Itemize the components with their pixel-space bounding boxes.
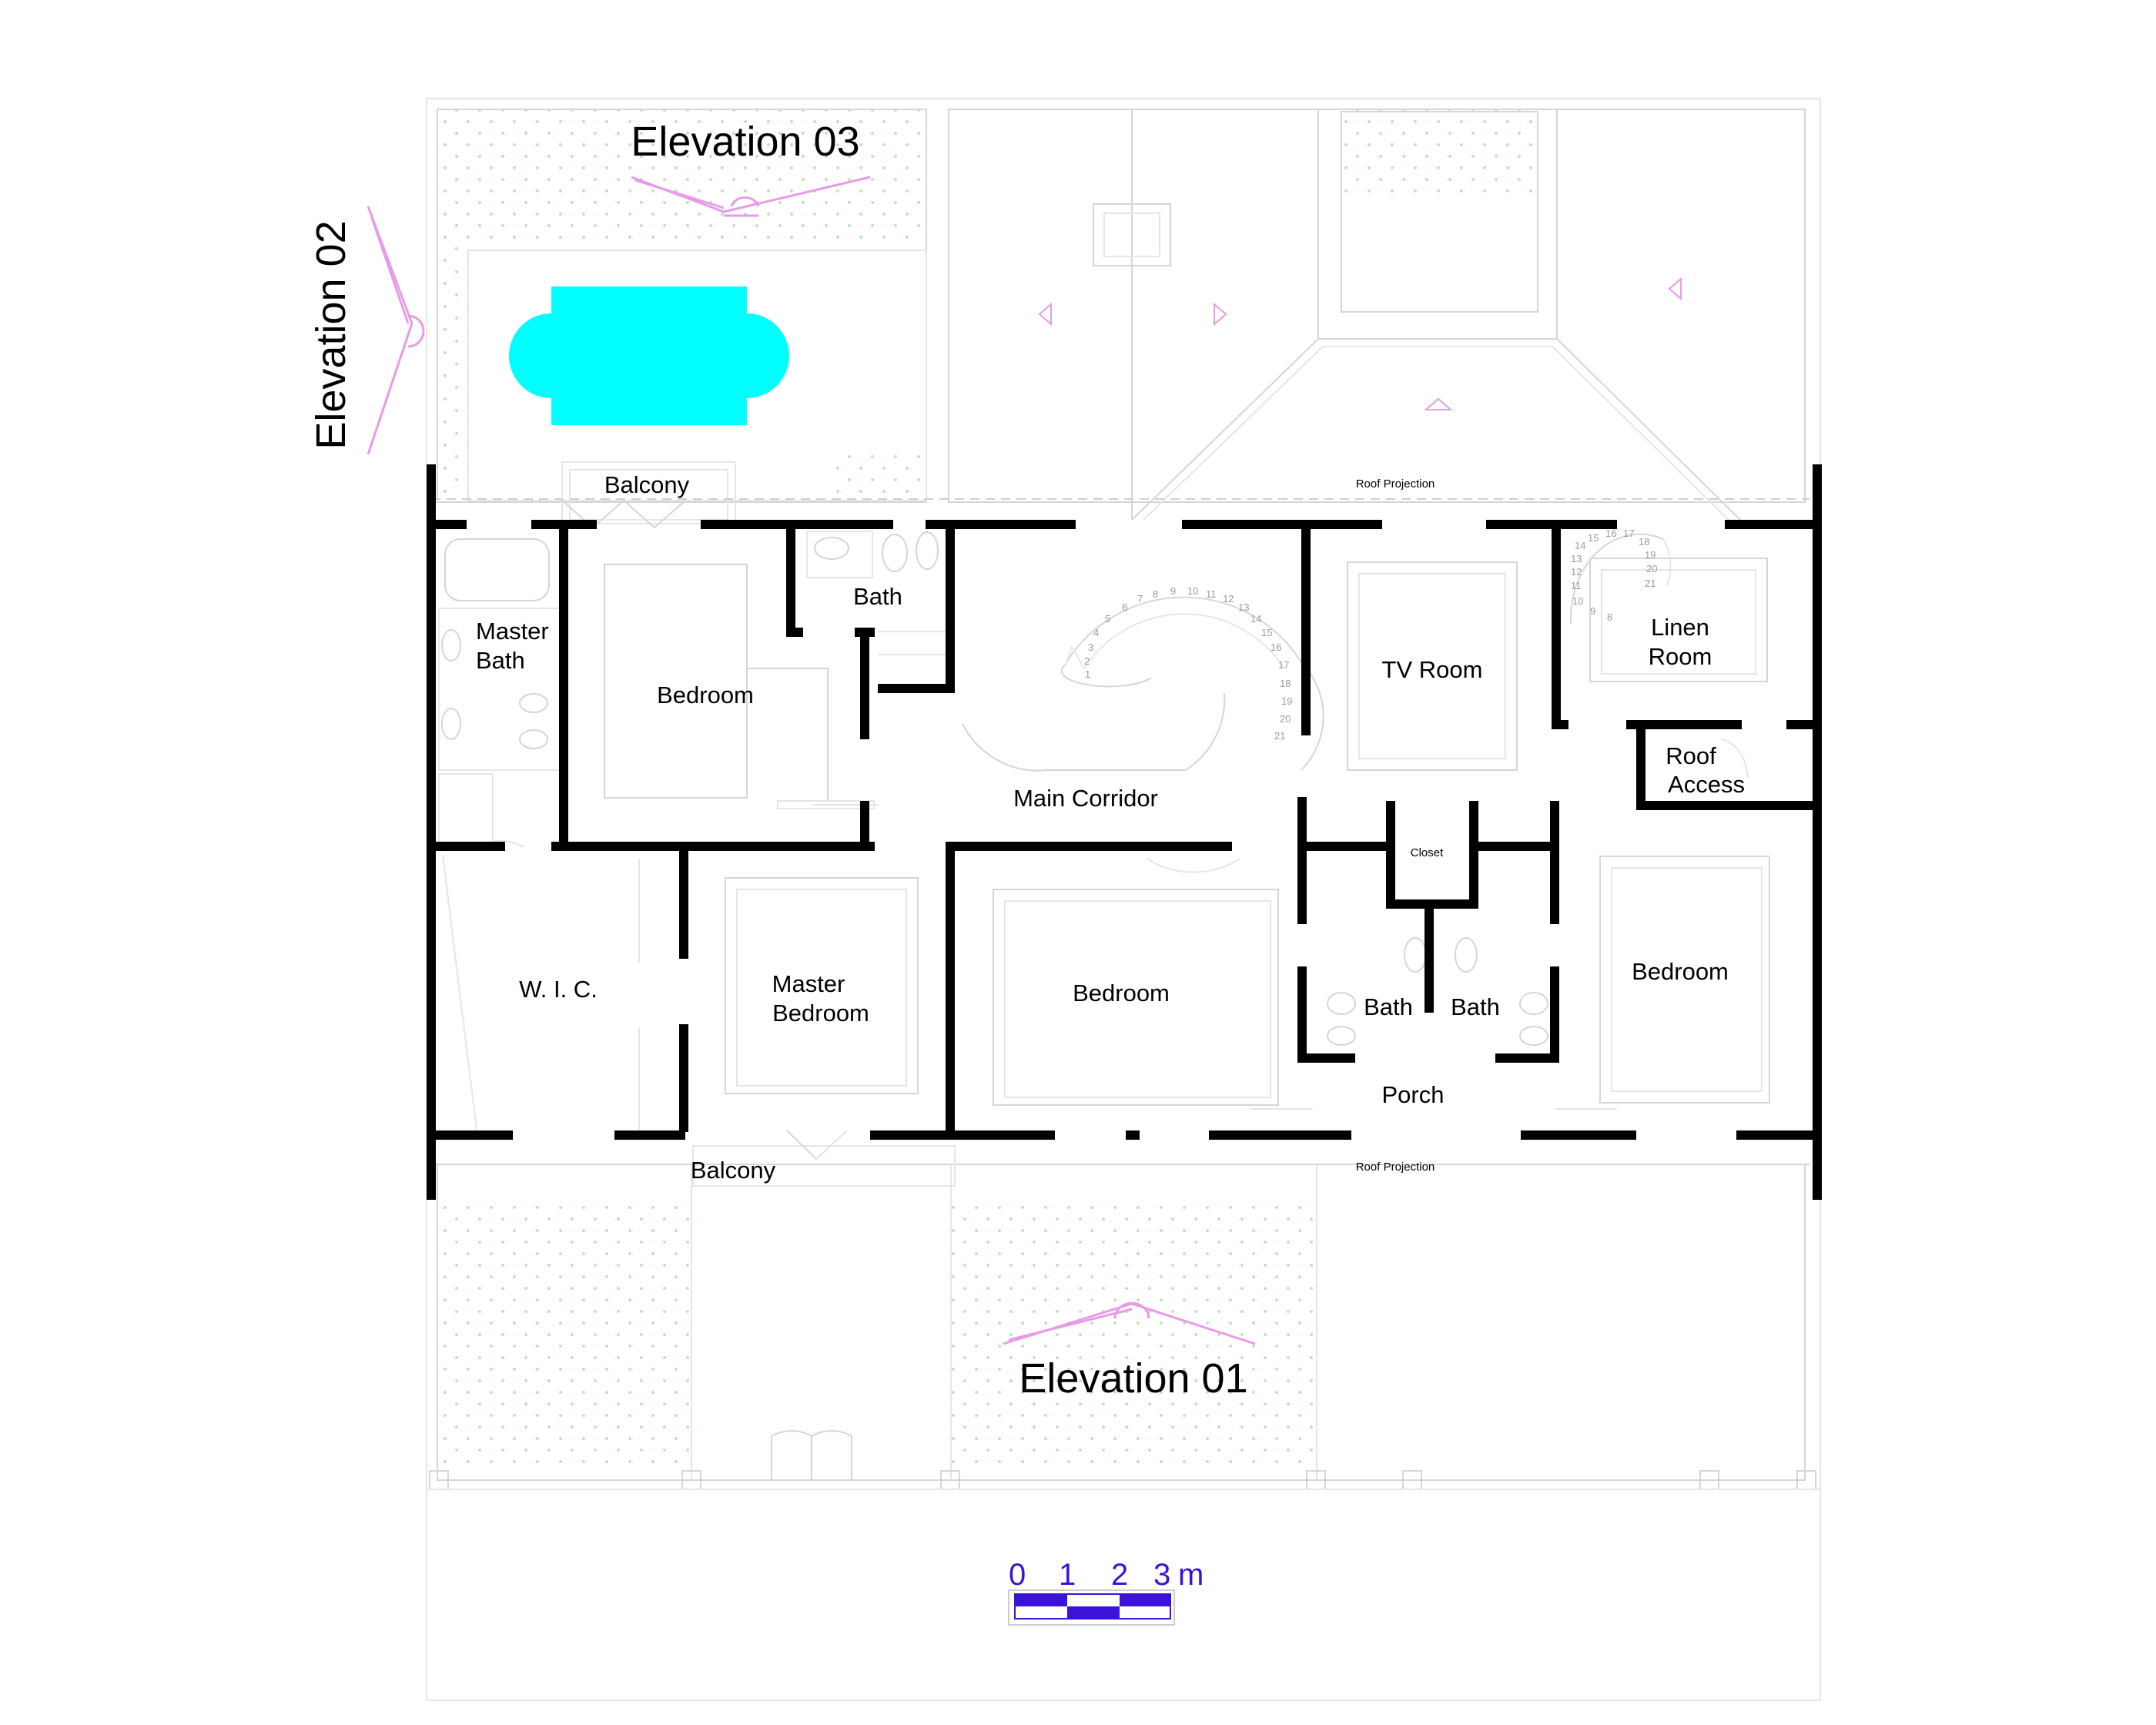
elevation-02-label: Elevation 02 — [308, 220, 354, 449]
walls — [427, 464, 1822, 1200]
stair-step: 12 — [1223, 593, 1234, 605]
stair-step: 19 — [1645, 549, 1656, 561]
roof-outlines — [437, 109, 1806, 524]
elevation-01-label: Elevation 01 — [1019, 1355, 1247, 1402]
balcony-label: Balcony — [691, 1157, 776, 1184]
stair-step: 12 — [1571, 566, 1582, 578]
stair-step: 19 — [1281, 695, 1292, 707]
stair-step: 15 — [1588, 532, 1599, 544]
closet-label: Closet — [1411, 846, 1444, 859]
scale-tick-2: 2 — [1111, 1558, 1128, 1592]
garden-areas — [437, 109, 1538, 1471]
stair-step: 11 — [1571, 580, 1582, 591]
bath-label: Bath — [1364, 993, 1413, 1020]
stair-step: 14 — [1250, 613, 1261, 625]
roof-projection-label: Roof Projection — [1356, 477, 1435, 491]
stair-step: 10 — [1572, 595, 1583, 607]
stair-step: 17 — [1278, 659, 1289, 671]
stair-step: 18 — [1280, 678, 1291, 689]
stair-step: 1 — [1085, 668, 1090, 680]
scale-unit: m — [1178, 1558, 1204, 1592]
ground-outlines — [427, 1145, 1820, 1490]
stair-step: 18 — [1639, 536, 1649, 548]
balcony-label: Balcony — [604, 471, 690, 498]
elevation-marker-left — [367, 206, 425, 455]
linen-room-label: Linen — [1651, 614, 1709, 641]
stair-step: 15 — [1261, 627, 1272, 638]
main-spiral-stair: 1 2 3 4 5 6 7 8 9 10 11 12 13 14 15 16 1… — [1060, 585, 1324, 771]
scale-bar — [1008, 1589, 1175, 1626]
bedroom-label: Bedroom — [1073, 980, 1170, 1007]
stair-step: 3 — [1088, 641, 1093, 653]
stair-step: 8 — [1153, 588, 1158, 600]
roof-access-label: Roof — [1666, 742, 1716, 769]
scale-tick-3: 3 — [1153, 1558, 1170, 1592]
stair-step: 17 — [1623, 528, 1634, 539]
linen-spiral-stair: 8 9 10 11 12 13 14 15 16 17 18 19 20 21 — [1569, 528, 1672, 625]
elevation-marker-top — [631, 176, 871, 217]
stair-step: 2 — [1084, 655, 1090, 667]
stair-step: 4 — [1093, 627, 1099, 638]
stair-step: 9 — [1590, 605, 1595, 617]
swimming-pool — [509, 286, 789, 425]
stair-step: 11 — [1206, 588, 1217, 600]
stair-step: 10 — [1187, 585, 1198, 597]
stair-step: 7 — [1137, 593, 1143, 605]
stair-step: 13 — [1238, 601, 1249, 613]
roof-access-label: Access — [1668, 771, 1745, 798]
scale-tick-0: 0 — [1009, 1558, 1026, 1592]
stair-step: 21 — [1274, 730, 1285, 742]
stair-step: 5 — [1105, 613, 1110, 625]
bath-label: Bath — [853, 583, 902, 610]
master-bedroom-label: Master — [772, 970, 845, 997]
bedroom-label: Bedroom — [657, 682, 754, 708]
porch-label: Porch — [1382, 1081, 1445, 1108]
stair-step: 13 — [1571, 553, 1582, 564]
roof-projection-label: Roof Projection — [1356, 1161, 1435, 1174]
bath-label: Bath — [1451, 993, 1500, 1020]
stair-step: 16 — [1270, 641, 1281, 653]
stair-step: 21 — [1645, 578, 1656, 589]
stair-step: 8 — [1607, 611, 1612, 623]
master-bedroom-label: Bedroom — [772, 1000, 869, 1027]
stair-step: 14 — [1575, 540, 1585, 551]
scale-tick-1: 1 — [1059, 1558, 1076, 1592]
elevation-03-label: Elevation 03 — [631, 119, 859, 165]
tv-room-label: TV Room — [1382, 656, 1483, 683]
elevation-marker-bottom — [1003, 1301, 1256, 1345]
stair-step: 6 — [1122, 601, 1127, 613]
stair-step: 20 — [1646, 563, 1657, 574]
bedroom-label: Bedroom — [1632, 958, 1729, 985]
stair-step: 20 — [1280, 713, 1291, 725]
linen-room-label: Room — [1649, 643, 1712, 670]
main-corridor-label: Main Corridor — [1013, 785, 1158, 812]
stair-step: 9 — [1170, 585, 1176, 597]
stair-step: 16 — [1605, 528, 1616, 539]
master-bath-label: Bath — [476, 647, 525, 674]
wic-label: W. I. C. — [519, 976, 598, 1003]
master-bath-label: Master — [476, 618, 549, 645]
interior-fixtures — [438, 499, 1770, 1161]
